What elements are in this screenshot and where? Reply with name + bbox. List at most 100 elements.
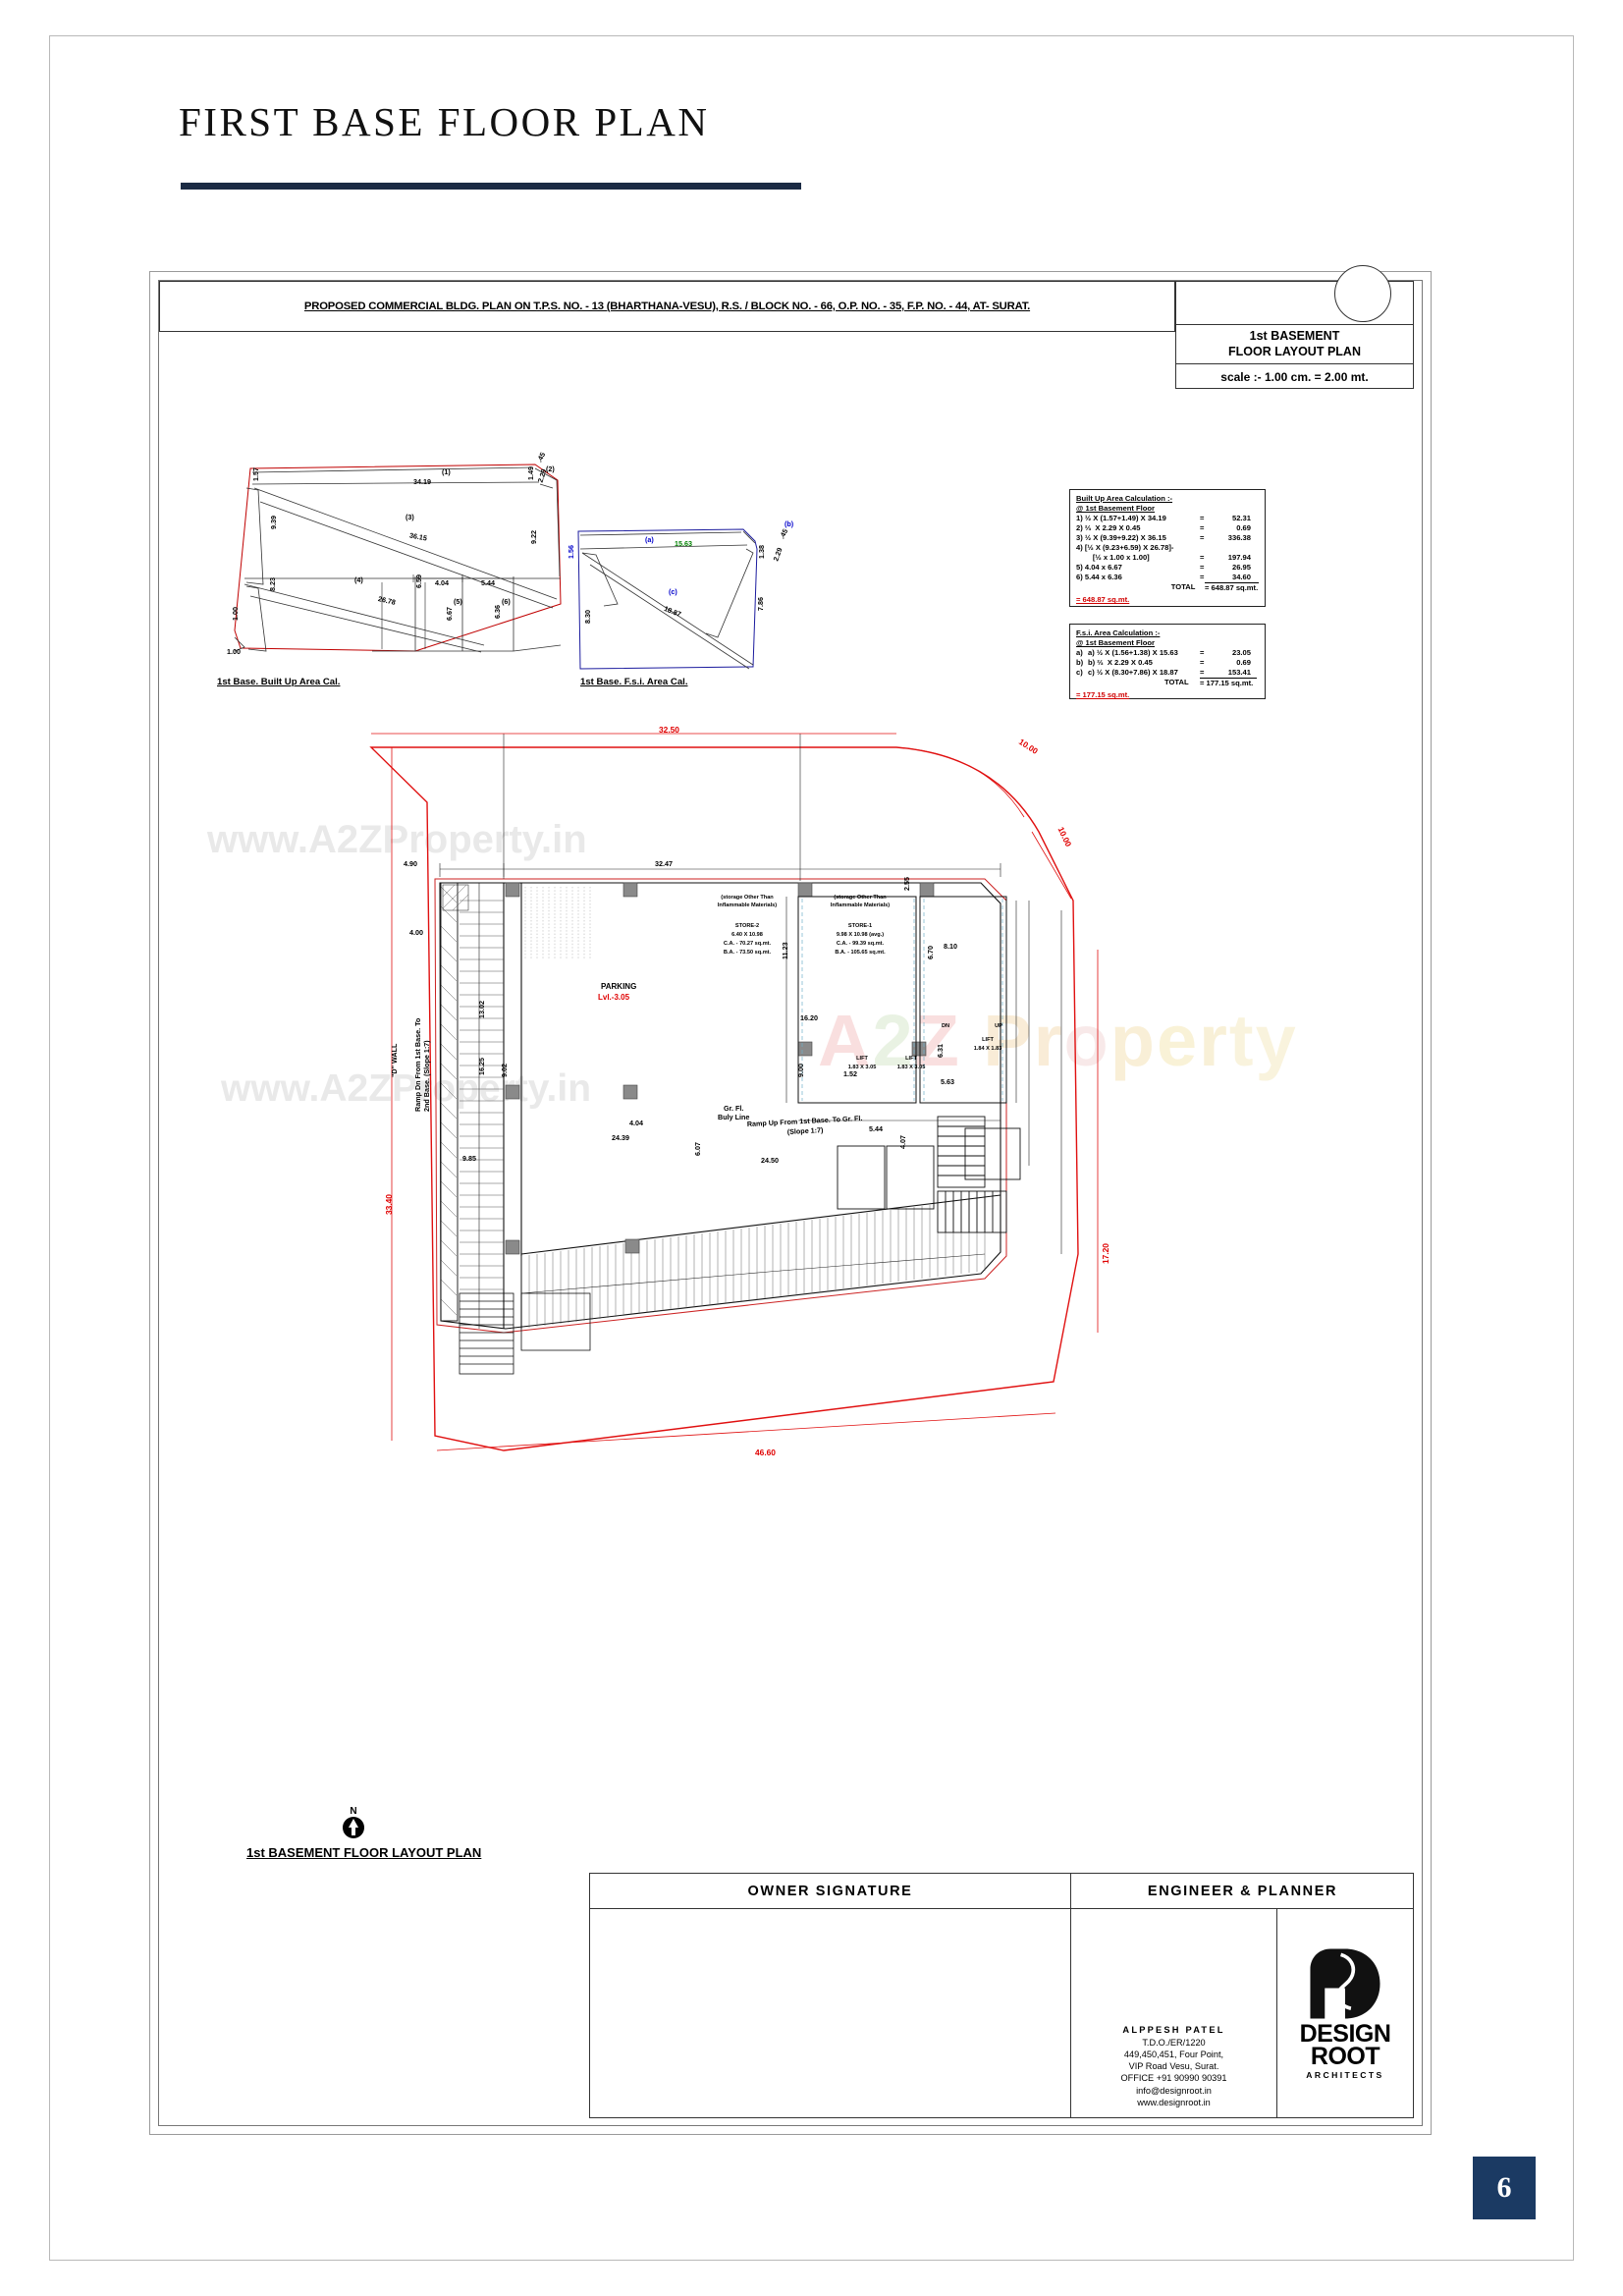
title-block-name: 1st BASEMENT FLOOR LAYOUT PLAN [1176, 325, 1413, 364]
title-block-stamp-row [1176, 265, 1413, 325]
builtup-area-diagram [234, 464, 562, 653]
fsi-calc-eq-b: = [1200, 658, 1205, 668]
plan-dim-4-00: 4.00 [409, 928, 423, 937]
store2-name: STORE-2 [734, 923, 760, 929]
title-underline-rule [181, 183, 801, 190]
builtup-calc-subheading: @ 1st Basement Floor [1076, 504, 1155, 514]
builtup-calc-total-value: = 648.87 sq.mt. [1204, 582, 1259, 593]
builtup-calc-val-6: 34.60 [1231, 573, 1251, 582]
zone-label-6: (6) [502, 597, 511, 606]
fsi-calc-expr-b: b) ⅔ X 2.29 X 0.45 [1088, 658, 1153, 668]
plan-dim-6-70: 6.70 [926, 946, 935, 959]
builtup-calc-expr-3: 3) ½ X (9.39+9.22) X 36.15 [1076, 533, 1166, 543]
fsi-calc-expr-a: a) ½ X (1.56+1.38) X 15.63 [1088, 648, 1178, 658]
dim-1-00-b: 1.00 [227, 647, 241, 656]
approval-stamp-circle-icon [1334, 265, 1391, 322]
design-root-mark-icon [1310, 1948, 1380, 2019]
fsi-calc-val-a: 23.05 [1231, 648, 1251, 658]
page-title: FIRST BASE FLOOR PLAN [179, 99, 710, 144]
zone-label-3: (3) [406, 513, 414, 521]
dim-6-67: 6.67 [445, 607, 454, 621]
lift-1-label: LIFT [856, 1056, 868, 1062]
engineer-line-4: OFFICE +91 90990 90391 [1120, 2073, 1227, 2084]
fsi-area-calculation-box: F.s.i. Area Calculation :- @ 1st Basemen… [1069, 624, 1266, 699]
dim-34-19: 34.19 [413, 477, 431, 486]
plan-dim-24-50: 24.50 [761, 1156, 779, 1165]
builtup-area-calculation-box: Built Up Area Calculation :- @ 1st Basem… [1069, 489, 1266, 607]
engineer-line-3: VIP Road Vesu, Surat. [1128, 2061, 1219, 2072]
design-root-logo: DESIGN ROOT ARCHITECTS [1277, 1909, 1413, 2118]
drawing-header-strip: PROPOSED COMMERCIAL BLDG. PLAN ON T.P.S.… [159, 281, 1175, 332]
builtup-calc-eq-3: = [1200, 533, 1205, 543]
builtup-calc-result: = 648.87 sq.mt. [1076, 595, 1130, 605]
basement-floor-plan-drawing [369, 733, 1099, 1451]
engineer-details-area: ALPPESH PATEL T.D.O./ER/1220 449,450,451… [1071, 1909, 1414, 2118]
store2-ca: C.A. - 70.27 sq.mt. [723, 941, 772, 947]
stair-dn-label: DN [941, 1023, 950, 1029]
signature-block: OWNER SIGNATURE ENGINEER & PLANNER ALPPE… [589, 1873, 1414, 2118]
parking-label: PARKING [601, 982, 637, 991]
parking-level-label: Lvl.-3.05 [598, 993, 630, 1002]
dim-6-36: 6.36 [493, 605, 502, 619]
fsi-calc-total-label: TOTAL [1164, 678, 1189, 687]
builtup-calc-eq-4: = [1200, 553, 1205, 563]
dim-1-57: 1.57 [251, 467, 260, 481]
builtup-diagram-caption: 1st Base. Built Up Area Cal. [217, 677, 341, 687]
drawing-sheet: PROPOSED COMMERCIAL BLDG. PLAN ON T.P.S.… [149, 265, 1432, 2135]
store1-ba: B.A. - 105.65 sq.mt. [835, 950, 886, 956]
engineer-line-6: www.designroot.in [1137, 2097, 1211, 2107]
fsi-calc-expr-c: c) ½ X (8.30+7.86) X 18.87 [1088, 668, 1178, 678]
fsi-calc-total-value: = 177.15 sq.mt. [1200, 678, 1257, 688]
plan-dim-9-02: 9.02 [500, 1064, 509, 1077]
fsi-dim-1-56: 1.56 [567, 545, 575, 559]
logo-text-architects: ARCHITECTS [1306, 2070, 1384, 2080]
fsi-dim-7-86: 7.86 [756, 597, 765, 611]
logo-text-design: DESIGN [1299, 2020, 1391, 2048]
dim-1-49: 1.49 [526, 466, 535, 480]
title-block-line1: 1st BASEMENT [1249, 328, 1340, 343]
builtup-calc-expr-2: 2) ⅔ X 2.29 X 0.45 [1076, 523, 1141, 533]
engineer-line-1: T.D.O./ER/1220 [1142, 2037, 1206, 2048]
builtup-calc-expr-5: 5) 4.04 x 6.67 [1076, 563, 1122, 573]
plan-dim-4-07: 4.07 [898, 1135, 907, 1149]
lift-3-size: 1.84 X 1.83 [973, 1046, 1002, 1052]
dim-9-22: 9.22 [529, 530, 538, 544]
plan-dim-6-31: 6.31 [936, 1044, 945, 1058]
fsi-dim-1-38: 1.38 [757, 545, 766, 559]
page-border [49, 35, 1574, 2261]
fsi-calc-heading: F.s.i. Area Calculation :- [1076, 629, 1161, 637]
engineer-line-5: info@designroot.in [1136, 2085, 1212, 2096]
engineer-contact: ALPPESH PATEL T.D.O./ER/1220 449,450,451… [1071, 1909, 1277, 2118]
plan-dim-32-50: 32.50 [659, 725, 679, 735]
drawing-header-text: PROPOSED COMMERCIAL BLDG. PLAN ON T.P.S.… [303, 301, 1031, 312]
fsi-calc-val-b: 0.69 [1236, 658, 1251, 668]
builtup-calc-val-4: 197.94 [1227, 553, 1251, 563]
lift-1-size: 1.83 X 3.05 [847, 1065, 877, 1070]
engineer-planner-header: ENGINEER & PLANNER [1071, 1874, 1414, 1909]
plan-dim-8-10: 8.10 [944, 942, 957, 951]
owner-signature-area[interactable] [590, 1909, 1071, 2118]
store1-name: STORE-1 [847, 923, 873, 929]
dim-4-04: 4.04 [435, 578, 449, 587]
builtup-calc-expr-4: 4) [½ X (9.23+6.59) X 26.78]- [1076, 543, 1174, 553]
zone-label-5: (5) [454, 597, 462, 606]
plan-dim-4-04: 4.04 [629, 1119, 643, 1127]
builtup-calc-expr-6: 6) 5.44 x 6.36 [1076, 573, 1122, 582]
zone-label-4: (4) [354, 575, 363, 584]
fsi-zone-label-a: (a) [645, 535, 654, 544]
store2-ba: B.A. - 73.50 sq.mt. [723, 950, 772, 956]
builtup-calc-eq-2: = [1200, 523, 1205, 533]
title-block: 1st BASEMENT FLOOR LAYOUT PLAN scale :- … [1175, 265, 1414, 389]
plan-dim-5-63: 5.63 [941, 1077, 954, 1086]
builtup-calc-val-3: 336.38 [1227, 533, 1251, 543]
title-block-scale: scale :- 1.00 cm. = 2.00 mt. [1220, 370, 1369, 384]
builtup-calc-eq-6: = [1200, 573, 1205, 582]
store2-size: 6.40 X 10.98 [731, 932, 763, 938]
plan-dim-16-25: 16.25 [477, 1058, 486, 1075]
plan-dim-1-52: 1.52 [843, 1069, 857, 1078]
logo-text-root: ROOT [1310, 2043, 1380, 2070]
builtup-calc-expr-4b: [½ x 1.00 x 1.00] [1076, 553, 1150, 563]
gr-fl-buly-line-label: Gr. Fl. Buly Line [718, 1104, 750, 1122]
fsi-diagram-caption: 1st Base. F.s.i. Area Cal. [580, 677, 688, 687]
store1-ca: C.A. - 99.39 sq.mt. [836, 941, 885, 947]
